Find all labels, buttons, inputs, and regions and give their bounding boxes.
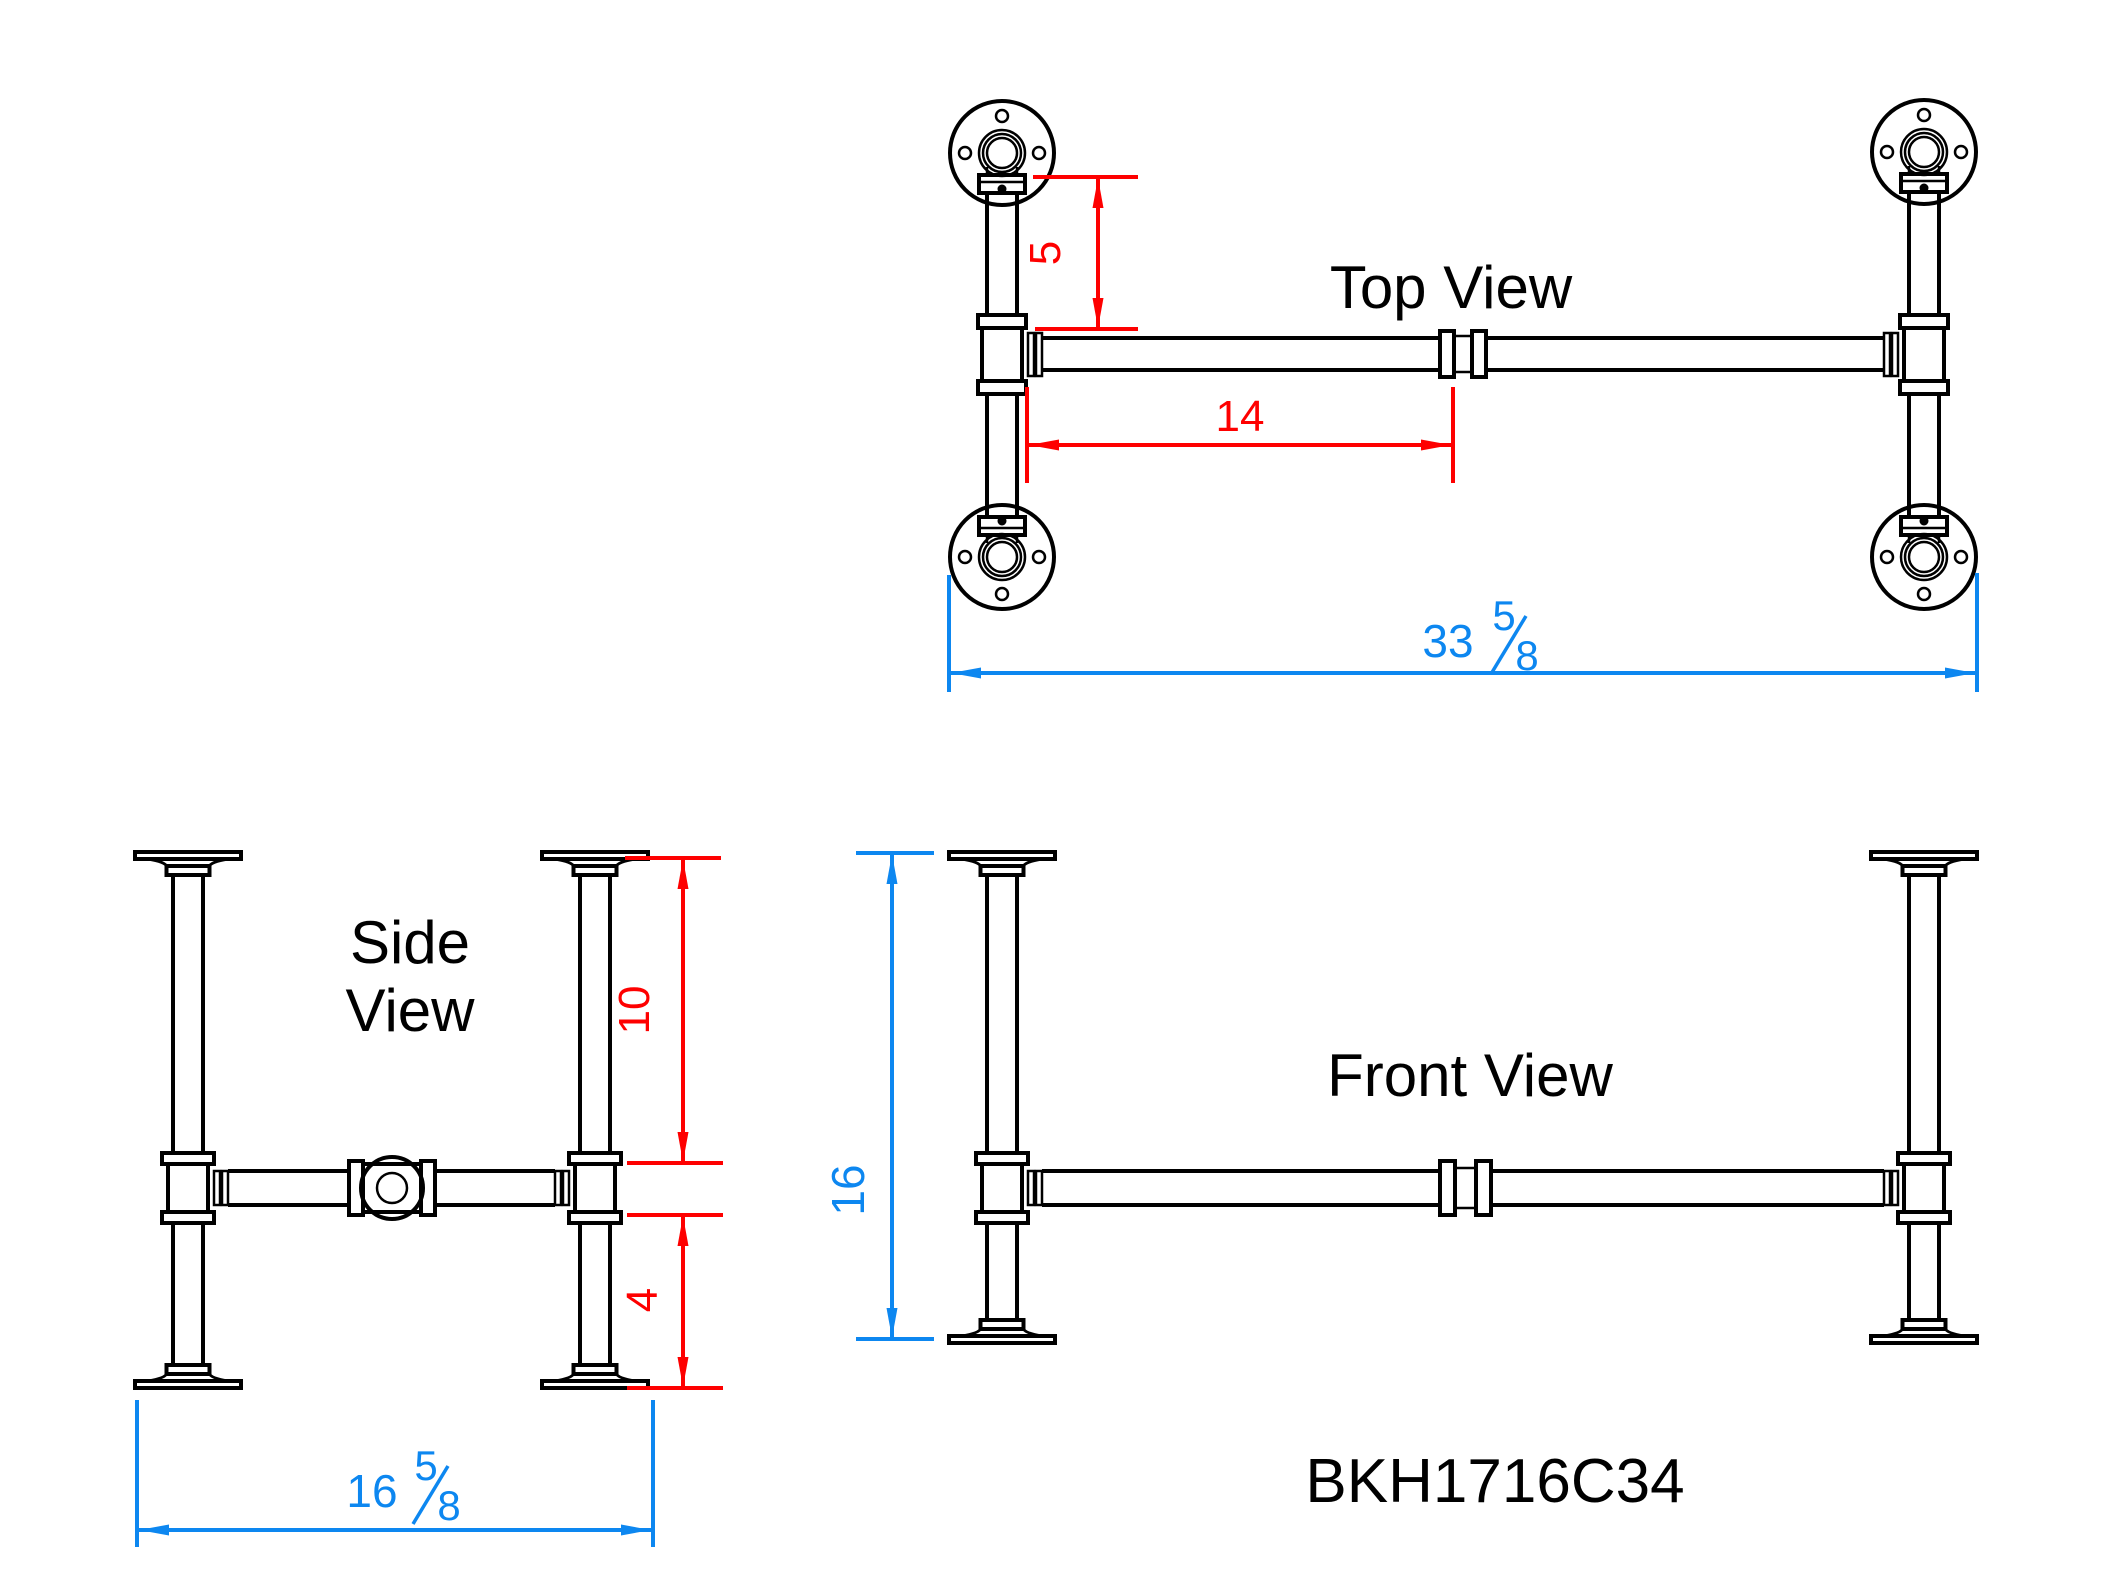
front-view-center-coupling (1438, 1159, 1493, 1217)
side-view-leg-left (133, 850, 243, 1390)
front-view-leg-left (947, 850, 1057, 1345)
front-view-leg-right (1869, 850, 1979, 1345)
side-view-tee-right (553, 1151, 623, 1225)
top-view-tee-left (976, 313, 1044, 396)
arrow-down-icon (1092, 298, 1104, 328)
side-view-tee-left (160, 1151, 230, 1225)
arrow-up-icon (677, 1216, 689, 1246)
arrow-up-icon (886, 854, 898, 884)
side-view: 10 4 16 5 8 Side View (133, 850, 723, 1547)
top-view-center-coupling (1438, 329, 1488, 379)
top-view-flange-top-left (948, 99, 1056, 207)
dimension-text-10: 10 (610, 986, 659, 1035)
fraction-slash (411, 1465, 450, 1525)
model-number-label: BKH1716C34 (1305, 1447, 1684, 1516)
arrow-right-icon (621, 1524, 651, 1536)
arrow-down-icon (677, 1357, 689, 1387)
dimension-text-16-height: 16 (822, 1164, 874, 1215)
dimension-overall-width: 33 5 8 (947, 573, 1979, 692)
dimension-text-33: 33 (1422, 615, 1473, 667)
fraction-slash (1489, 615, 1528, 675)
front-view-stretcher-pipe (1042, 1169, 1884, 1207)
front-view-tee-left (974, 1151, 1044, 1225)
dimension-fraction-denominator: 8 (1515, 632, 1538, 679)
top-view-flange-bottom-left (948, 503, 1056, 611)
arrow-right-icon (1421, 439, 1451, 451)
dimension-fraction-numerator: 5 (414, 1442, 437, 1489)
side-view-cross-fitting (347, 1155, 437, 1221)
dimension-stretcher-half-span: 14 (1025, 387, 1455, 483)
arrow-up-icon (677, 859, 689, 889)
arrow-up-icon (1092, 178, 1104, 208)
top-view-flange-bottom-right (1870, 503, 1978, 611)
dimension-lower-leg-height: 4 (618, 1213, 723, 1390)
dimension-overall-depth: 16 5 8 (135, 1400, 655, 1547)
dimension-fraction-numerator: 5 (1492, 592, 1515, 639)
dimension-fraction-denominator: 8 (437, 1482, 460, 1529)
top-view-stretcher-pipe (1042, 336, 1884, 372)
front-view-tee-right (1882, 1151, 1952, 1225)
top-view: 5 14 33 5 8 Top View (947, 98, 1979, 692)
arrow-left-icon (1029, 439, 1059, 451)
dimension-text-16-depth: 16 (346, 1465, 397, 1517)
dimension-upper-leg-height: 10 (610, 856, 723, 1165)
top-view-flange-top-right (1870, 98, 1978, 206)
arrow-down-icon (677, 1132, 689, 1162)
dimension-overall-height: 16 (822, 851, 934, 1341)
dimension-text-14: 14 (1216, 392, 1265, 441)
arrow-left-icon (951, 667, 981, 679)
dimension-text-5: 5 (1021, 241, 1070, 265)
top-view-label: Top View (1330, 254, 1573, 321)
front-view: 16 Front View BKH1716C34 (822, 850, 1979, 1516)
front-view-label: Front View (1327, 1042, 1613, 1109)
arrow-left-icon (139, 1524, 169, 1536)
top-view-leg-pipes (985, 193, 1941, 517)
top-view-tee-right (1882, 313, 1950, 396)
side-view-leg-right (540, 850, 650, 1390)
dimension-flange-to-stretcher: 5 (1021, 175, 1138, 331)
side-view-label-line2: View (346, 977, 476, 1044)
arrow-right-icon (1945, 667, 1975, 679)
arrow-down-icon (886, 1308, 898, 1338)
side-view-label-line1: Side (350, 909, 470, 976)
side-view-stretcher-pipe (228, 1169, 555, 1207)
dimension-text-4: 4 (618, 1288, 667, 1312)
